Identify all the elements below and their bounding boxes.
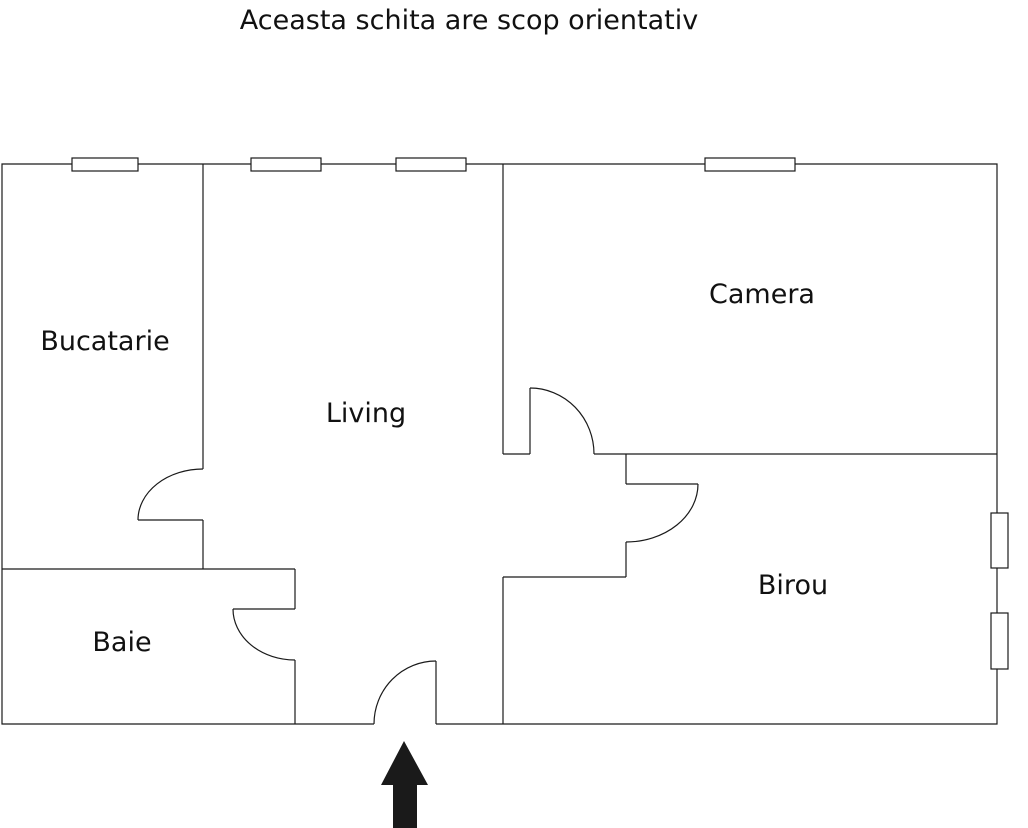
window xyxy=(990,512,1009,569)
bucatarie-door xyxy=(137,468,204,521)
door-swings xyxy=(137,387,699,725)
interior-walls xyxy=(2,164,997,724)
room-label-birou: Birou xyxy=(758,570,828,601)
arrow-up-icon xyxy=(381,741,428,828)
room-label-bucatarie: Bucatarie xyxy=(40,326,169,357)
window xyxy=(395,157,467,172)
window xyxy=(990,612,1009,670)
outer-walls xyxy=(1,163,998,725)
window xyxy=(250,157,322,172)
room-label-camera: Camera xyxy=(709,279,815,310)
window xyxy=(704,157,796,172)
baie-door xyxy=(232,608,296,661)
plan-caption: Aceasta schita are scop orientativ xyxy=(240,5,698,36)
window xyxy=(71,157,139,172)
room-label-living: Living xyxy=(326,398,406,429)
entrance-door xyxy=(373,660,437,725)
birou-door xyxy=(625,483,699,543)
windows xyxy=(71,157,1009,670)
camera-door xyxy=(529,387,595,455)
room-label-baie: Baie xyxy=(92,627,151,658)
